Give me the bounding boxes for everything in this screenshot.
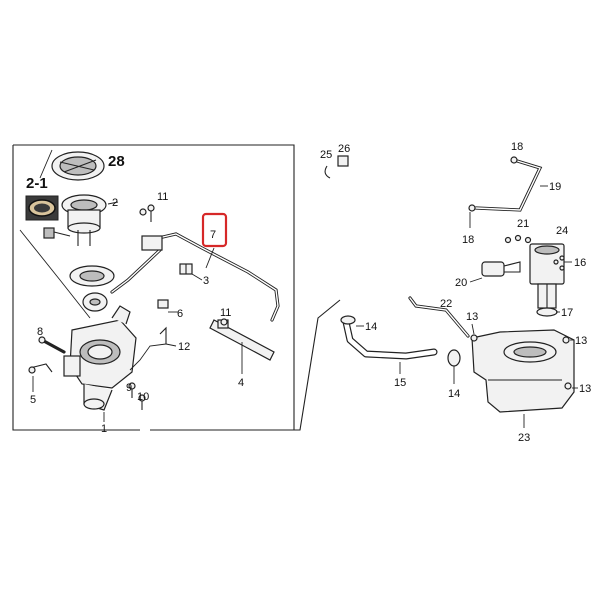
label-1: 1 <box>101 423 107 435</box>
part-9-screw[interactable] <box>128 382 136 398</box>
part-15-filler-hose[interactable] <box>342 318 438 360</box>
part-6-clip[interactable] <box>157 299 169 309</box>
part-5-clamp[interactable] <box>28 363 53 374</box>
part-11-screw-upper[interactable] <box>139 204 155 222</box>
part-22-fuel-line[interactable] <box>408 296 470 338</box>
label-2: 2 <box>112 197 118 209</box>
leader-assembly-axis <box>19 229 91 319</box>
drain-cup[interactable] <box>82 292 108 312</box>
part-8-bolt[interactable] <box>38 336 66 354</box>
label-6: 6 <box>177 308 183 320</box>
label-12: 12 <box>178 341 190 353</box>
part-7-highlight-box <box>201 212 228 248</box>
label-15: 15 <box>394 377 406 389</box>
part-13-bolt-lower[interactable] <box>564 382 572 390</box>
part-28-fuel-cap[interactable] <box>51 151 105 181</box>
part-17-seal[interactable] <box>536 307 558 317</box>
left-assembly-frame <box>12 144 341 431</box>
leader-route-a <box>129 343 167 371</box>
label-18-lower: 18 <box>462 234 474 246</box>
label-26: 26 <box>338 143 350 155</box>
label-19: 19 <box>549 181 561 193</box>
part-20-fuel-filter[interactable] <box>481 261 521 277</box>
leader-2 <box>107 201 119 205</box>
part-24-fuel-pump[interactable] <box>529 243 565 309</box>
part-3-clip[interactable] <box>179 263 193 275</box>
label-2-1: 2-1 <box>26 175 48 192</box>
part-7-breather-hose[interactable] <box>110 232 280 322</box>
label-3: 3 <box>203 275 209 287</box>
label-16: 16 <box>574 257 586 269</box>
part-21-screws[interactable] <box>504 234 532 244</box>
part-18-fitting-lower[interactable] <box>468 204 476 212</box>
part-19-vapor-tube[interactable] <box>474 158 543 212</box>
part-14-clamp-upper[interactable] <box>340 315 356 325</box>
label-22: 22 <box>440 298 452 310</box>
label-14-upper: 14 <box>365 321 377 333</box>
label-4: 4 <box>238 377 244 389</box>
leader-20 <box>469 277 483 283</box>
leader-3 <box>191 273 203 281</box>
part-25-clip[interactable] <box>324 165 331 179</box>
part-1-filler-body[interactable] <box>63 305 137 411</box>
label-14-lower: 14 <box>448 388 460 400</box>
label-7: 7 <box>210 229 216 241</box>
part-14-clamp-lower[interactable] <box>447 349 461 367</box>
label-11-upper: 11 <box>157 191 168 203</box>
part-26-clip[interactable] <box>337 155 349 167</box>
label-17: 17 <box>561 307 573 319</box>
label-20: 20 <box>455 277 467 289</box>
label-23: 23 <box>518 432 530 444</box>
label-24: 24 <box>556 225 568 237</box>
label-21: 21 <box>517 218 529 230</box>
label-28: 28 <box>108 153 125 170</box>
part-12-bracket[interactable] <box>159 326 177 347</box>
part-16-pins[interactable] <box>553 255 565 271</box>
label-8: 8 <box>37 326 43 338</box>
label-18-upper: 18 <box>511 141 523 153</box>
part-10-screw[interactable] <box>138 394 146 410</box>
leader-28 <box>39 149 53 179</box>
part-23-fuel-tank[interactable] <box>471 329 575 413</box>
label-11-lower: 11 <box>220 307 231 319</box>
label-13-right: 13 <box>575 335 587 347</box>
part-13-bolt-left[interactable] <box>470 334 478 342</box>
filler-ring[interactable] <box>69 265 115 287</box>
label-13-lower: 13 <box>579 383 591 395</box>
part-13-bolt-right[interactable] <box>562 336 570 344</box>
label-10: 10 <box>137 391 149 403</box>
leader-7 <box>205 247 215 269</box>
label-5: 5 <box>30 394 36 406</box>
part-18-fitting-upper[interactable] <box>510 156 518 164</box>
label-13-left: 13 <box>466 311 478 323</box>
leader-13-left <box>471 323 475 335</box>
label-9: 9 <box>126 382 132 394</box>
label-25: 25 <box>320 149 332 161</box>
part-2-filler-neck[interactable] <box>43 194 107 246</box>
part-2-1-gasket[interactable] <box>25 195 59 221</box>
part-11-screw-lower[interactable] <box>220 318 228 326</box>
